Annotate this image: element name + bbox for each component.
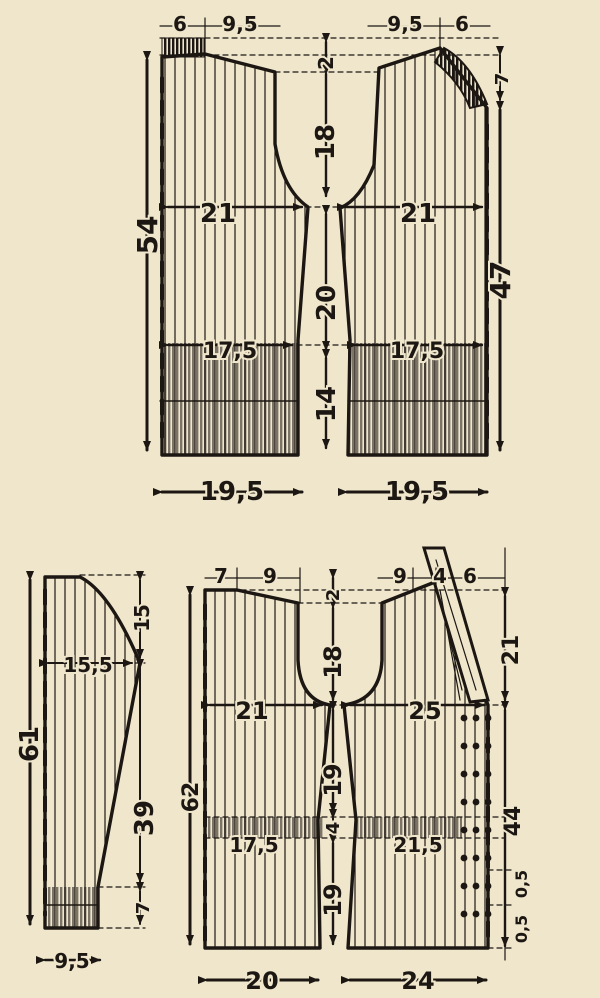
sleeve-cuff-label: 7	[133, 902, 154, 915]
top-right-collar-label: 7	[492, 73, 513, 86]
bottom-front-upper-label: 19	[319, 763, 347, 796]
sleeve-length-label: 61	[15, 726, 45, 762]
bottom-left-band-width-label: 17,5	[229, 833, 278, 857]
bottom-left-shoulder-a-label: 7	[214, 564, 228, 588]
sleeve-pattern: 15 15,5 61 39 7 9,5	[13, 571, 162, 975]
bottom-buttons	[460, 714, 492, 918]
bottom-button-spacing-a-label: 0,5	[512, 870, 531, 898]
bottom-left-hem-label: 20	[245, 967, 278, 995]
bottom-neck-depth-label: 18	[319, 645, 347, 678]
bottom-front-lower-label: 19	[319, 883, 347, 916]
bottom-band-depth-label: 4	[323, 822, 344, 835]
top-left-shoulder-b-label: 9,5	[222, 12, 257, 36]
sleeve-cap-height-label: 15	[130, 604, 154, 632]
top-band-depth-label: 14	[312, 386, 342, 422]
bottom-right-front-piece	[342, 546, 490, 950]
bottom-pattern: 7 9 9 4 6 2 18 21 25 19 4 19 17,5 21,5 6…	[177, 546, 533, 997]
top-right-shoulder-b-label: 9,5	[387, 12, 422, 36]
top-left-total-length-label: 54	[131, 216, 164, 255]
bottom-dimension-lines	[186, 547, 516, 984]
top-right-total-length-label: 47	[484, 261, 517, 300]
top-shoulder-drop-label: 2	[314, 56, 338, 70]
bottom-button-spacing-b-label: 0,5	[512, 915, 531, 943]
top-left-front-piece	[159, 37, 310, 457]
bottom-right-shoulder-c-label: 4	[433, 564, 447, 588]
top-left-shoulder-a-label: 6	[173, 12, 187, 36]
top-right-hem-label: 19,5	[385, 477, 449, 507]
top-right-chest-label: 21	[400, 199, 436, 229]
top-front-length-label: 20	[312, 285, 342, 321]
sleeve-bottom-label: 9,5	[54, 949, 89, 973]
bottom-left-total-length-label: 62	[179, 782, 204, 813]
top-left-hem-label: 19,5	[200, 477, 264, 507]
bottom-right-hem-label: 24	[401, 967, 434, 995]
top-left-band-width-label: 17,5	[203, 339, 257, 364]
top-left-chest-label: 21	[200, 199, 236, 229]
bottom-right-shoulder-a-label: 6	[463, 564, 477, 588]
bottom-right-collar-label: 21	[499, 635, 524, 666]
sleeve-piece	[43, 575, 142, 930]
bottom-right-chest-label: 25	[408, 697, 441, 725]
bottom-left-front-piece	[203, 588, 332, 950]
sleeve-width-label: 15,5	[63, 653, 112, 677]
bottom-right-band-width-label: 21,5	[393, 833, 442, 857]
top-pattern: 6 9,5 9,5 6 2 18 21 21 20 17,5 17,5 14 5…	[129, 10, 519, 509]
sleeve-dimension-lines	[26, 571, 146, 964]
bottom-right-button-zone-label: 44	[501, 806, 526, 837]
bottom-right-shoulder-b-label: 9	[393, 564, 407, 588]
sleeve-underarm-label: 39	[130, 800, 160, 836]
top-right-shoulder-a-label: 6	[455, 12, 469, 36]
bottom-shoulder-drop-label: 2	[323, 589, 344, 602]
top-right-band-width-label: 17,5	[390, 339, 444, 364]
top-dimension-lines	[143, 17, 504, 496]
top-right-front-piece	[338, 46, 489, 457]
bottom-left-chest-label: 21	[235, 697, 268, 725]
bottom-left-shoulder-b-label: 9	[263, 564, 277, 588]
top-neck-depth-label: 18	[311, 124, 341, 160]
